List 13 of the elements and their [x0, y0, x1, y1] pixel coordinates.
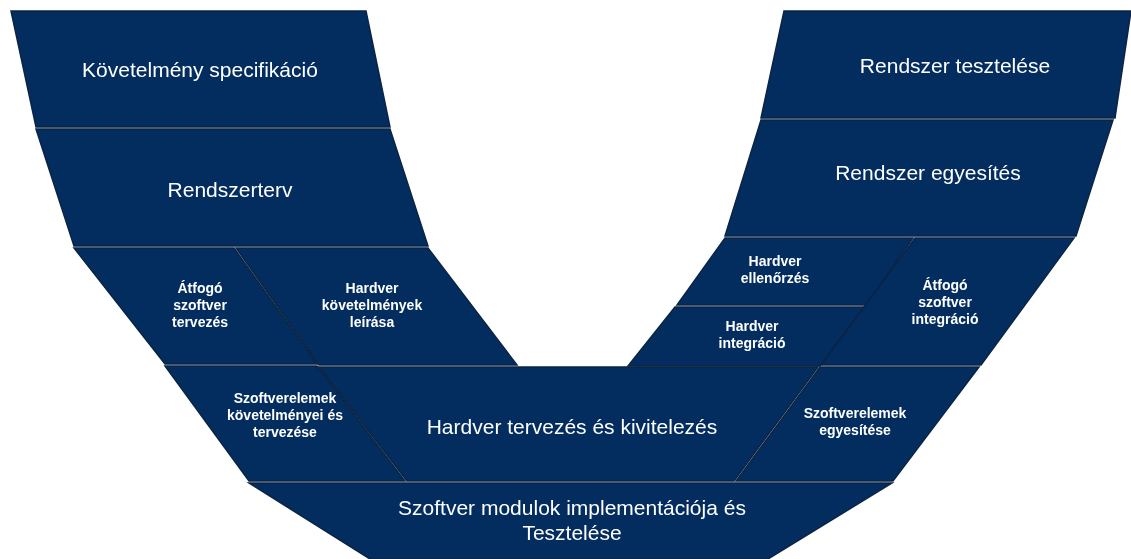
phase-label: Hardver követelmények leírása — [320, 279, 424, 331]
phase-label: Szoftver modulok implementációja és Tesztelése — [397, 494, 747, 546]
phase-label: Szoftverelemek egyesítése — [802, 405, 908, 439]
phase-label: Hardver tervezés és kivitelezés — [425, 414, 719, 440]
phase-label: Rendszerterv — [166, 177, 294, 203]
phase-label: Rendszer egyesítés — [834, 160, 1022, 186]
phase-label: Hardver ellenőrzés — [739, 253, 811, 287]
phase-label: Átfogó szoftver tervezés — [170, 279, 229, 331]
phase-label: Szoftverelemek követelményei és tervezése — [226, 389, 344, 441]
phase-label: Átfogó szoftver integráció — [910, 276, 980, 328]
phase-label: Rendszer tesztelése — [858, 53, 1052, 79]
phase-label: Hardver integráció — [717, 318, 787, 352]
phase-label: Követelmény specifikáció — [81, 57, 319, 83]
